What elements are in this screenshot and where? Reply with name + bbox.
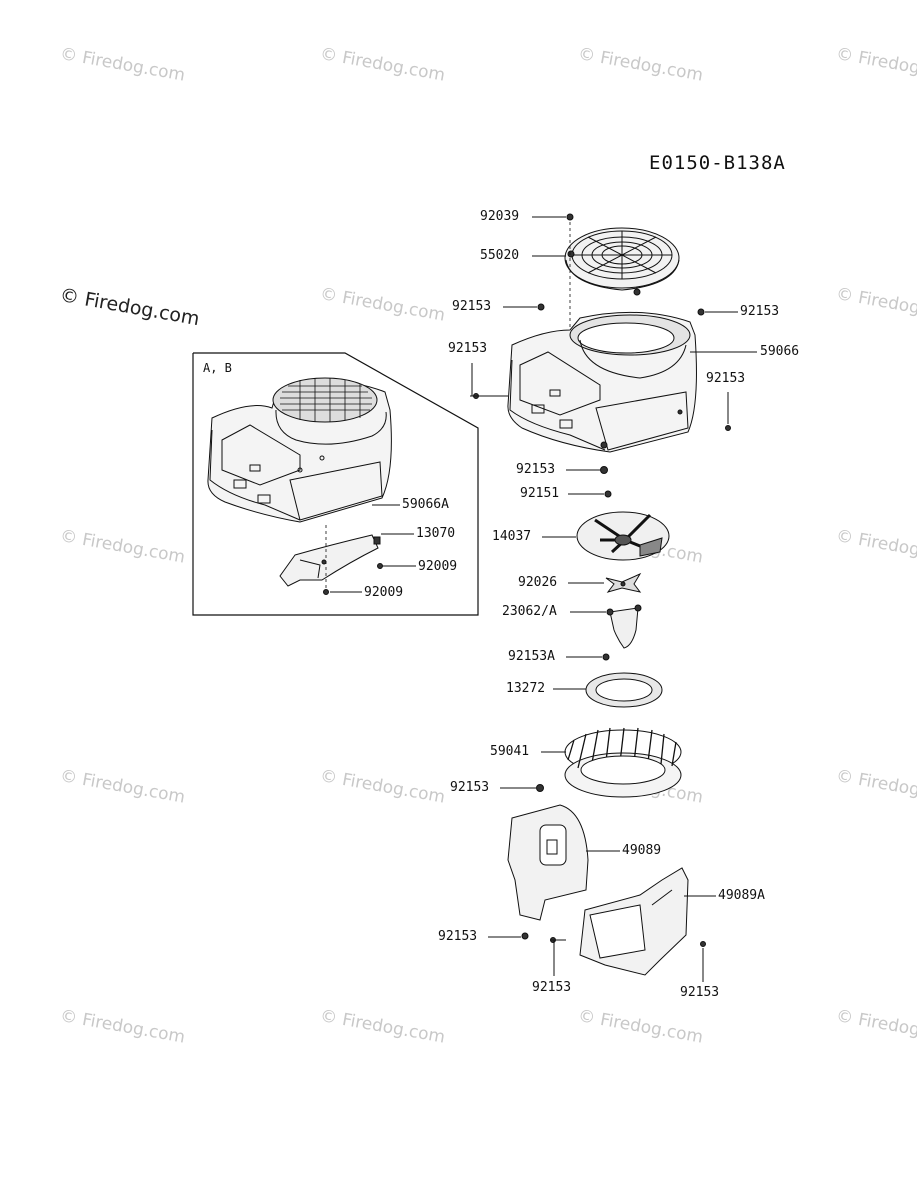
part-label[interactable]: 49089 (622, 843, 662, 858)
part-label[interactable]: 92153 (450, 780, 490, 795)
screen-55020-drawing (564, 227, 680, 296)
bracket-23062a-drawing (606, 604, 642, 649)
screw-icon (725, 425, 731, 431)
plate-92026-drawing (605, 572, 642, 593)
part-label[interactable]: 14037 (492, 529, 532, 544)
part-label[interactable]: 92153 (706, 371, 746, 386)
gasket-13272-drawing (585, 672, 663, 708)
part-label[interactable]: 92039 (480, 209, 520, 224)
part-label[interactable]: 92153 (680, 985, 720, 1000)
inset-box (192, 352, 479, 616)
diagram-code: E0150-B138A (649, 152, 786, 174)
shroud-49089-drawing (507, 784, 589, 940)
part-label[interactable]: 92153 (448, 341, 488, 356)
inset-label: A, B (203, 361, 232, 375)
part-label[interactable]: 92009 (418, 559, 458, 574)
screw-icon (600, 466, 608, 474)
screw-92039-icon (566, 213, 574, 221)
fan-14037-drawing (576, 511, 670, 561)
part-label[interactable]: 23062/A (502, 604, 557, 619)
part-label[interactable]: 92009 (364, 585, 404, 600)
nut-92153a-icon (602, 653, 610, 661)
screw-icon (537, 303, 545, 311)
part-label[interactable]: 92153A (508, 649, 555, 664)
housing-59066a-drawing (207, 377, 392, 523)
housing-59066-drawing (507, 311, 697, 453)
cooling-fan-59041-drawing (564, 727, 682, 798)
part-label[interactable]: 92153 (452, 299, 492, 314)
part-label[interactable]: 92153 (532, 980, 572, 995)
part-label[interactable]: 49089A (718, 888, 765, 903)
part-label[interactable]: 92153 (740, 304, 780, 319)
part-label[interactable]: 59066 (760, 344, 800, 359)
part-label[interactable]: 59066A (402, 497, 449, 512)
screw-icon (697, 308, 705, 316)
part-label[interactable]: 55020 (480, 248, 520, 263)
shroud-49089a-drawing (550, 867, 706, 976)
bolt-92151-icon (604, 490, 612, 498)
part-label[interactable]: 92026 (518, 575, 558, 590)
part-label[interactable]: 92153 (438, 929, 478, 944)
part-label[interactable]: 92151 (520, 486, 560, 501)
part-label[interactable]: 59041 (490, 744, 530, 759)
part-label[interactable]: 13070 (416, 526, 456, 541)
leader-lines (325, 216, 757, 982)
part-label[interactable]: 92153 (516, 462, 556, 477)
part-label[interactable]: 13272 (506, 681, 546, 696)
